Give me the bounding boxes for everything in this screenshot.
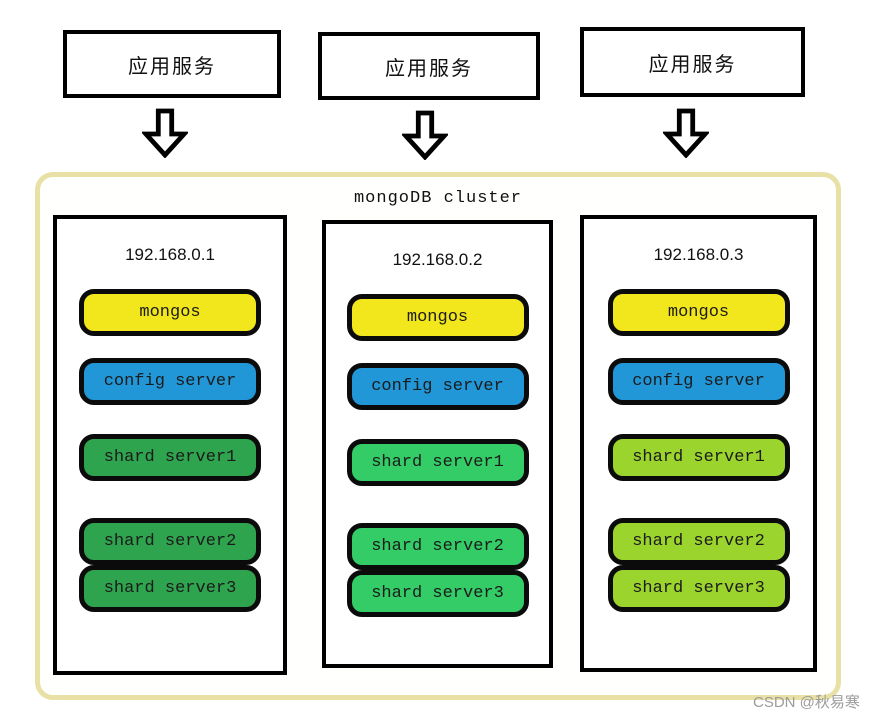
service-pill-config-server: config server bbox=[346, 363, 529, 410]
service-pill-shard-server1: shard server1 bbox=[346, 439, 529, 486]
service-pill-shard-server2: shard server2 bbox=[79, 518, 261, 565]
service-pill-shard-server1: shard server1 bbox=[607, 434, 790, 481]
app-service-label: 应用服务 bbox=[648, 53, 737, 76]
server-node-3: 192.168.0.3 mongos config server shard s… bbox=[580, 215, 817, 672]
service-pill-shard-server3: shard server3 bbox=[346, 570, 529, 617]
mongodb-cluster-container: mongoDB cluster 192.168.0.1 mongos confi… bbox=[35, 172, 841, 700]
service-pill-mongos: mongos bbox=[346, 294, 529, 341]
cluster-title: mongoDB cluster bbox=[353, 189, 523, 208]
service-pill-config-server: config server bbox=[607, 358, 790, 405]
service-pill-mongos: mongos bbox=[79, 289, 261, 336]
service-pill-shard-server1: shard server1 bbox=[79, 434, 261, 481]
csdn-watermark: CSDN @秋易寒 bbox=[753, 694, 860, 711]
app-service-box-2: 应用服务 bbox=[318, 32, 540, 100]
node-ip: 192.168.0.2 bbox=[392, 250, 483, 269]
down-arrow-icon bbox=[663, 108, 709, 158]
service-pill-shard-server2: shard server2 bbox=[607, 518, 790, 565]
app-service-box-3: 应用服务 bbox=[580, 27, 805, 97]
service-pill-shard-server3: shard server3 bbox=[79, 565, 261, 612]
node-ip: 192.168.0.1 bbox=[125, 245, 215, 264]
server-node-2: 192.168.0.2 mongos config server shard s… bbox=[322, 220, 553, 668]
service-pill-shard-server2: shard server2 bbox=[346, 523, 529, 570]
app-service-label: 应用服务 bbox=[385, 57, 473, 80]
app-service-box-1: 应用服务 bbox=[63, 30, 281, 98]
down-arrow-icon bbox=[402, 110, 448, 160]
service-pill-shard-server3: shard server3 bbox=[607, 565, 790, 612]
service-pill-config-server: config server bbox=[79, 358, 261, 405]
server-node-1: 192.168.0.1 mongos config server shard s… bbox=[53, 215, 287, 675]
down-arrow-icon bbox=[142, 108, 188, 158]
node-ip: 192.168.0.3 bbox=[653, 245, 744, 264]
service-pill-mongos: mongos bbox=[607, 289, 790, 336]
app-service-label: 应用服务 bbox=[128, 55, 216, 78]
